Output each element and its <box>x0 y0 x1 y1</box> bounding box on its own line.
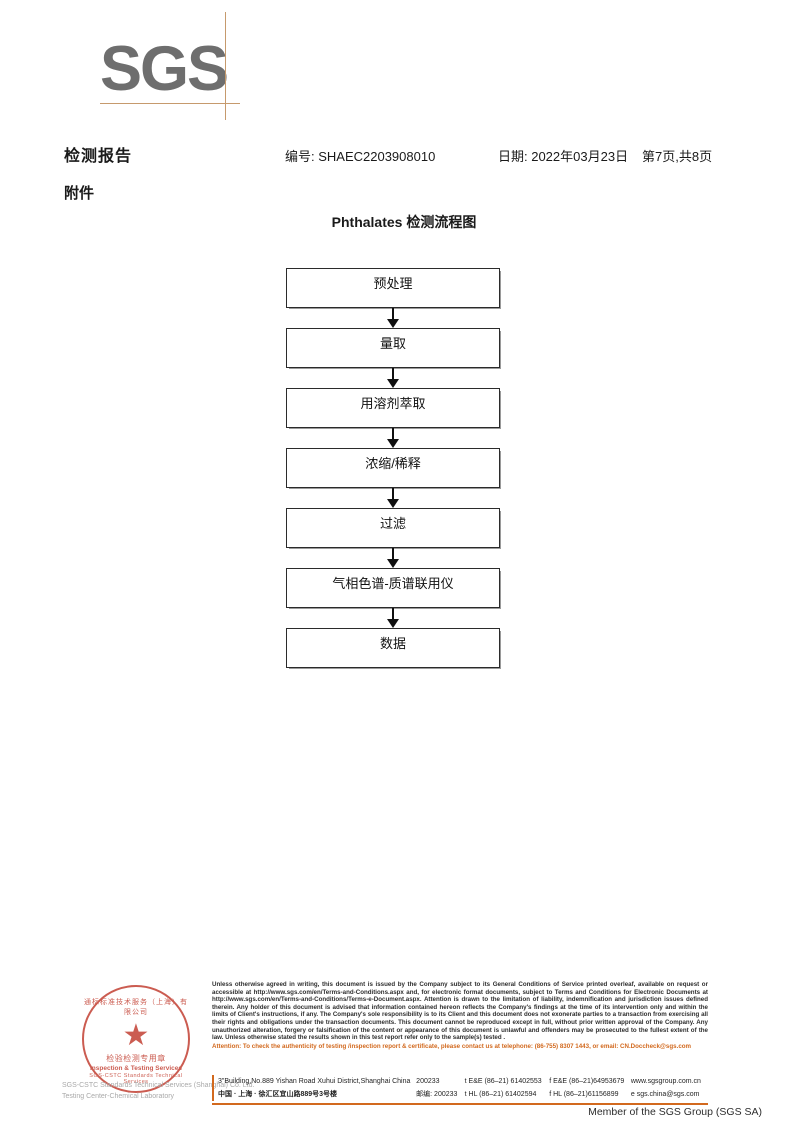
document-header: 检测报告 编号: SHAEC2203908010 日期: 2022年03月23日… <box>64 142 764 204</box>
logo-vertical-rule <box>225 12 226 120</box>
flow-arrow <box>286 488 500 508</box>
document-footer: 通标标准技术服务（上海）有限公司 ★ 检验检测专用章 Inspection & … <box>0 975 800 1131</box>
flow-node-solvent-extraction: 用溶剂萃取 <box>286 388 500 428</box>
official-stamp: 通标标准技术服务（上海）有限公司 ★ 检验检测专用章 Inspection & … <box>82 985 190 1093</box>
address-cn: 中国 · 上海 · 徐汇区宜山路889号3号楼 <box>218 1091 338 1098</box>
report-number: 编号: SHAEC2203908010 <box>285 149 436 164</box>
flow-arrow <box>286 368 500 388</box>
attachment-label: 附件 <box>64 185 95 202</box>
flowchart-section: Phthalates 检测流程图 预处理 量取 用溶剂萃取 浓缩/稀释 <box>0 212 800 668</box>
flow-node-measure: 量取 <box>286 328 500 368</box>
flow-arrow <box>286 548 500 568</box>
table-row: 中国 · 上海 · 徐汇区宜山路889号3号楼 邮编: 200233 t HL … <box>213 1088 708 1101</box>
stamp-arc-top-text: 通标标准技术服务（上海）有限公司 <box>84 999 188 1016</box>
flow-node-label: 用溶剂萃取 <box>360 396 426 411</box>
telephone-hl: t HL (86–21) 61402594 <box>464 1091 537 1098</box>
website-url: www.sgsgroup.com.cn <box>630 1078 701 1085</box>
flow-node-label: 气相色谱-质谱联用仪 <box>332 576 454 591</box>
flow-node-pretreatment: 预处理 <box>286 268 500 308</box>
company-stamp-area: 通标标准技术服务（上海）有限公司 ★ 检验检测专用章 Inspection & … <box>62 980 254 1105</box>
flow-node-label: 浓缩/稀释 <box>365 456 421 471</box>
laboratory-name: SGS-CSTC Standards Technical Services (S… <box>62 1082 255 1100</box>
arrow-head-icon <box>387 559 399 568</box>
footer-divider <box>212 1103 708 1105</box>
flow-node-data: 数据 <box>286 628 500 668</box>
stamp-center-cn-text: 检验检测专用章 <box>106 1054 166 1063</box>
flow-node-label: 量取 <box>379 336 406 351</box>
flow-node-concentrate-dilute: 浓缩/稀释 <box>286 448 500 488</box>
contact-address-table: 3"Building,No.889 Yishan Road Xuhui Dist… <box>212 1075 708 1101</box>
arrow-shaft <box>392 428 394 441</box>
flow-arrow <box>286 308 500 328</box>
telephone-ee: t E&E (86–21) 61402553 <box>464 1078 542 1085</box>
flow-node-gcms: 气相色谱-质谱联用仪 <box>286 568 500 608</box>
arrow-shaft <box>392 488 394 501</box>
report-date: 日期: 2022年03月23日 <box>498 149 629 164</box>
flow-arrow <box>286 428 500 448</box>
sgs-logo: SGS <box>100 12 260 120</box>
flow-node-label: 数据 <box>379 636 406 651</box>
page-title: 检测报告 <box>64 148 133 165</box>
legal-disclaimer-block: Unless otherwise agreed in writing, this… <box>212 981 708 1050</box>
logo-horizontal-rule <box>100 103 240 104</box>
stamp-arc-bottom-text: SGS-CSTC Standards Technical Services <box>89 1073 183 1085</box>
arrow-head-icon <box>387 439 399 448</box>
fax-ee: f E&E (86–21)64953679 <box>549 1078 625 1085</box>
page-number: 第7页,共8页 <box>642 149 713 164</box>
flowchart-nodes: 预处理 量取 用溶剂萃取 浓缩/稀释 过滤 <box>286 268 502 668</box>
postal-code-en: 200233 <box>416 1078 440 1085</box>
arrow-shaft <box>392 608 394 621</box>
arrow-shaft <box>392 548 394 561</box>
arrow-head-icon <box>387 499 399 508</box>
fax-hl: f HL (86–21)61156899 <box>549 1091 619 1098</box>
flow-node-label: 预处理 <box>373 276 413 291</box>
flowchart-title: Phthalates 检测流程图 <box>331 214 477 230</box>
address-en: 3"Building,No.889 Yishan Road Xuhui Dist… <box>218 1078 411 1085</box>
table-row: 3"Building,No.889 Yishan Road Xuhui Dist… <box>213 1075 708 1088</box>
sgs-group-member-line: Member of the SGS Group (SGS SA) <box>588 1106 762 1118</box>
attention-notice-text: Attention: To check the authenticity of … <box>212 1042 692 1050</box>
star-icon: ★ <box>122 1019 150 1052</box>
flow-node-filtration: 过滤 <box>286 508 500 548</box>
sgs-logo-wordmark: SGS <box>100 34 229 104</box>
flow-node-label: 过滤 <box>379 516 406 531</box>
arrow-head-icon <box>387 319 399 328</box>
arrow-head-icon <box>387 379 399 388</box>
flow-arrow <box>286 608 500 628</box>
arrow-head-icon <box>387 619 399 628</box>
postal-code-cn: 邮编: 200233 <box>416 1091 458 1098</box>
arrow-shaft <box>392 368 394 381</box>
stamp-center-en-text: Inspection & Testing Services <box>90 1065 182 1072</box>
legal-terms-text: Unless otherwise agreed in writing, this… <box>212 981 708 1042</box>
arrow-shaft <box>392 308 394 321</box>
email-address: e sgs.china@sgs.com <box>630 1091 700 1098</box>
